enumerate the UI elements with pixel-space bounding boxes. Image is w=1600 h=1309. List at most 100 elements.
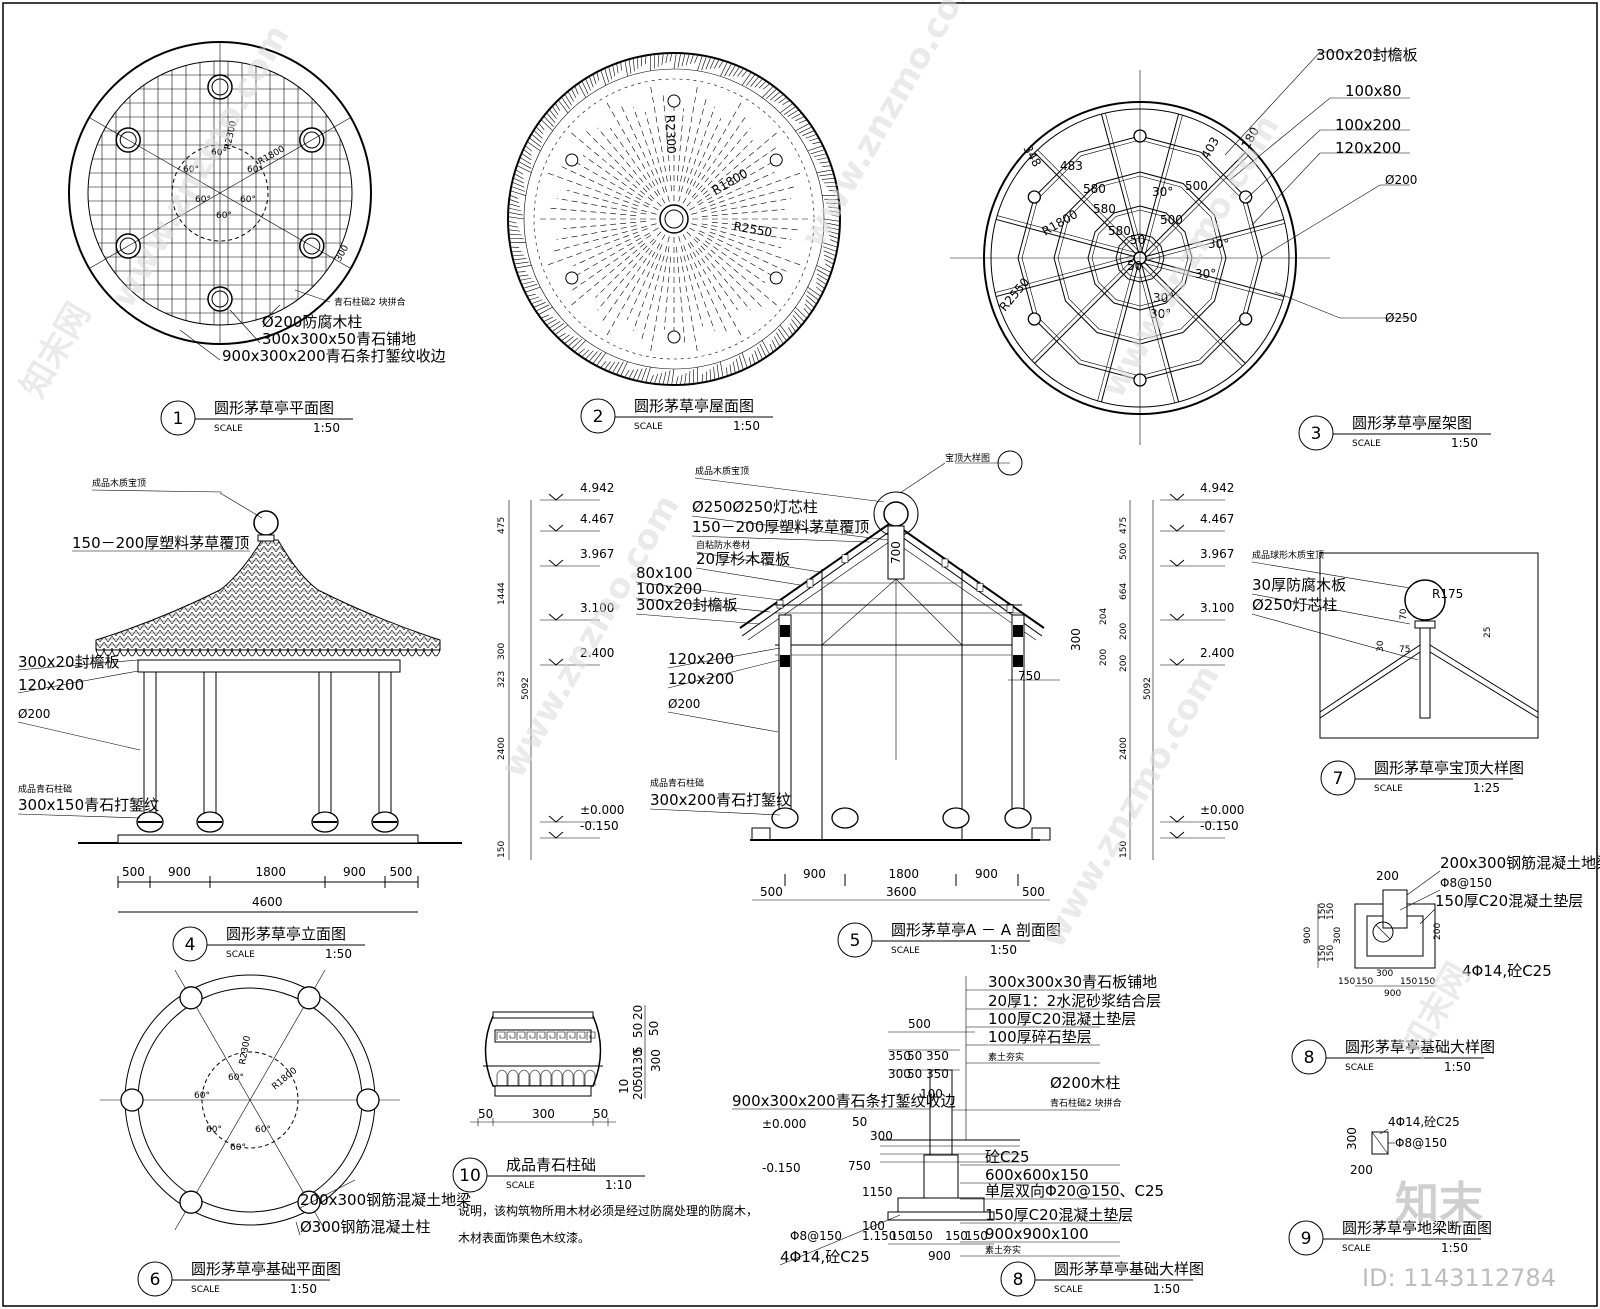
roof-ray xyxy=(597,127,650,191)
roof-thatch xyxy=(831,214,841,218)
view-scale: 1:50 xyxy=(1153,1282,1180,1296)
sec-column-base xyxy=(942,807,970,829)
roof-column-dot xyxy=(769,153,783,167)
view-title: 圆形茅草亭立面图 xyxy=(226,925,346,943)
roof-thatch xyxy=(616,63,619,74)
fd-vdim-7: 50 xyxy=(852,1115,867,1129)
fd-vdim-6: 100 xyxy=(920,1087,943,1101)
roof-thatch xyxy=(763,83,771,90)
sec-vdim-4: 200 xyxy=(1119,623,1129,640)
roof-column-dot xyxy=(667,94,681,108)
frame-column-node xyxy=(1027,312,1041,326)
frame-dim-6: 580 xyxy=(1108,224,1131,238)
roof-thatch xyxy=(526,293,536,297)
roof-thatch xyxy=(596,352,607,367)
roof-thatch xyxy=(716,364,720,379)
roof-thatch xyxy=(608,361,616,372)
roof-thatch xyxy=(632,58,635,72)
sec-hdim-1: 1800 xyxy=(889,867,920,881)
view-number: 8 xyxy=(1013,1270,1024,1290)
roof-ray xyxy=(701,223,792,240)
roof-thatch xyxy=(770,91,781,101)
plan-angle-5: 60° xyxy=(240,195,256,205)
fd-label-5: Ø200木柱 xyxy=(1050,1074,1120,1092)
roof-ray xyxy=(556,198,647,215)
elev-level-6: -0.150 xyxy=(580,819,619,833)
frame-spoke xyxy=(995,257,1141,298)
finial-dim-2: 30 xyxy=(1376,640,1386,652)
roof-thatch xyxy=(608,66,613,80)
frame-dim-7: 500 xyxy=(1185,179,1208,193)
sec-label-0: 成品木质宝顶 xyxy=(695,465,749,477)
roof-thatch xyxy=(588,351,598,362)
roof-thatch xyxy=(805,133,817,139)
roof-thatch xyxy=(732,361,736,374)
roof-thatch xyxy=(600,69,607,86)
elev-hdim-4: 500 xyxy=(390,865,413,879)
fd-vdim-8: 1150 xyxy=(862,1185,893,1199)
roof-thatch xyxy=(574,85,579,95)
fs-dim-2: 150 xyxy=(1326,903,1336,920)
frame-dim-13: 30° xyxy=(1150,307,1171,321)
roof-thatch xyxy=(761,340,770,355)
roof-thatch xyxy=(673,52,677,70)
roof-thatch xyxy=(604,361,611,370)
frame-dim-2: 580 xyxy=(1083,182,1106,196)
plan-column-core xyxy=(303,237,321,255)
roof-ray xyxy=(695,236,778,307)
view-number: 6 xyxy=(150,1270,161,1290)
roof-thatch xyxy=(523,283,538,289)
frame-column-node xyxy=(1239,190,1253,204)
roof-thatch xyxy=(758,80,767,89)
roof-thatch xyxy=(737,68,744,77)
roof-thatch xyxy=(592,351,602,364)
sec-level-0: 4.942 xyxy=(1200,481,1234,495)
frame-label-3: 120x200 xyxy=(1335,139,1401,157)
sec-vdim-1: 500 xyxy=(1119,543,1129,560)
elev-vdim-5: 2400 xyxy=(497,737,507,760)
roof-thatch xyxy=(701,56,707,71)
view-scale: 1:50 xyxy=(990,943,1017,957)
roof-thatch xyxy=(581,349,590,358)
plan-label-1: Ø200防腐木柱 xyxy=(262,313,362,331)
sec-bottom-2: 500 xyxy=(1022,885,1045,899)
roof-thatch xyxy=(783,106,797,115)
fd-label-12: 砼C25 xyxy=(985,1148,1030,1166)
roof-thatch xyxy=(822,242,838,248)
view-badge-circle xyxy=(580,398,616,434)
sec-vdim-0: 475 xyxy=(1119,517,1129,534)
roof-thatch xyxy=(750,76,760,87)
roof-thatch xyxy=(554,102,561,111)
roof-thatch xyxy=(816,282,825,289)
roof-thatch xyxy=(795,306,808,319)
fp-angle-4: 60° xyxy=(230,1143,246,1153)
roof-thatch xyxy=(824,259,834,265)
roof-thatch xyxy=(754,350,760,362)
roof-thatch xyxy=(822,165,832,167)
roof-thatch xyxy=(803,308,810,316)
frame-dim-16: 50 xyxy=(1127,259,1142,273)
roof-thatch xyxy=(697,55,703,71)
roof-thatch xyxy=(624,60,628,77)
frame-column-node xyxy=(1239,312,1253,326)
elev-column xyxy=(378,671,392,815)
roof-thatch xyxy=(515,169,524,175)
sec-label-3: 自粘防水卷材 xyxy=(696,539,750,551)
sec-beam-cut-2 xyxy=(1013,655,1023,667)
roof-thatch xyxy=(561,334,570,342)
sec-hdim-0: 900 xyxy=(803,867,826,881)
roof-thatch xyxy=(746,74,756,87)
sec-bottom-1: 3600 xyxy=(886,885,917,899)
plan-column-core xyxy=(119,237,137,255)
roof-thatch xyxy=(581,80,589,95)
fd-dim-15: 1.150 xyxy=(862,1229,896,1243)
roof-thatch xyxy=(548,321,561,329)
sec-vdim-6: 200 xyxy=(1119,655,1129,672)
roof-thatch xyxy=(510,190,526,196)
fd-label-11: 4Φ14,砼C25 xyxy=(780,1248,870,1266)
roof-ray xyxy=(678,96,708,202)
elev-label-2: 300x20封檐板 xyxy=(18,653,120,671)
elev-label-5: 成品青石柱础 xyxy=(18,783,72,795)
roof-thatch xyxy=(507,216,525,220)
